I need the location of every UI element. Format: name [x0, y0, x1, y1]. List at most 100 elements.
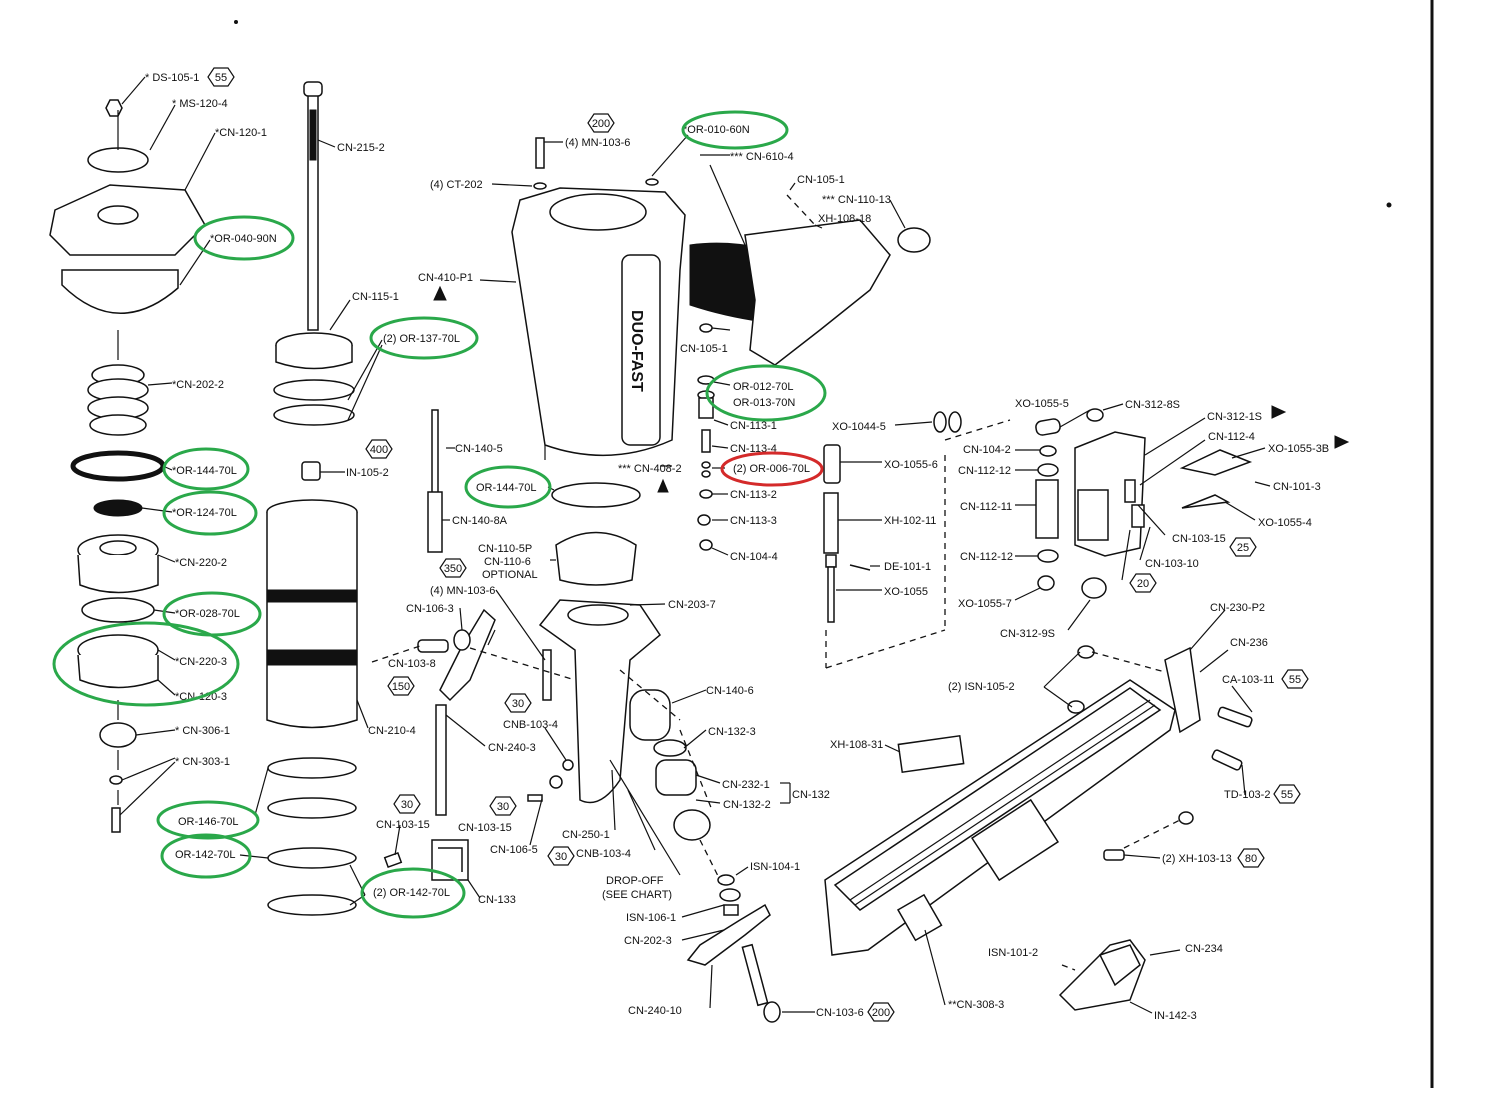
label-ct-202: (4) CT-202 [430, 179, 483, 191]
label-cn-232-1: CN-232-1 [722, 779, 770, 791]
highlight-or-144-70l-mid [464, 465, 552, 509]
label-ms-120-4: * MS-120-4 [172, 98, 228, 110]
svg-text:25: 25 [1237, 542, 1249, 554]
label-mn-103-6-mid: (4) MN-103-6 [430, 585, 495, 597]
badge-30-c: 30 [489, 796, 517, 816]
label-cn-104-4: CN-104-4 [730, 551, 778, 563]
label-cn-103-6: CN-103-6 [816, 1007, 864, 1019]
badge-30-b: 30 [393, 794, 421, 814]
label-xo-1055-4: XO-1055-4 [1258, 517, 1312, 529]
label-cn-112-4: CN-112-4 [1208, 431, 1255, 443]
svg-text:30: 30 [555, 851, 567, 863]
label-cn-306-1: * CN-306-1 [175, 725, 230, 737]
label-or-012-70l: OR-012-70L [733, 381, 794, 393]
label-cn-105-1-top: CN-105-1 [797, 174, 845, 186]
label-or-137-70l: (2) OR-137-70L [383, 333, 460, 345]
badge-80: 80 [1237, 848, 1265, 868]
label-or-124-70l: *OR-124-70L [172, 507, 237, 519]
label-cn-312-8s: CN-312-8S [1125, 399, 1180, 411]
label-cn-103-15-c: CN-103-15 [1172, 533, 1226, 545]
label-cn-410-p1: CN-410-P1 [418, 272, 473, 284]
label-xh-102-11: XH-102-11 [884, 515, 936, 527]
label-xo-1055-7: XO-1055-7 [958, 598, 1012, 610]
label-cn-103-15-a: CN-103-15 [376, 819, 430, 831]
label-cn-106-3: CN-106-3 [406, 603, 454, 615]
quantity-badges: 55 200 400 350 150 30 30 30 [207, 67, 1309, 1022]
label-cn-133: CN-133 [478, 894, 516, 906]
label-cn-103-8: CN-103-8 [388, 658, 436, 670]
highlight-or-137-70l [369, 316, 479, 360]
badge-30-d: 30 [547, 846, 575, 866]
label-ds-105-1: * DS-105-1 [145, 72, 199, 84]
label-cn-115-1: CN-115-1 [352, 291, 399, 303]
housing-leader-lines [433, 134, 906, 493]
badge-200-top: 200 [587, 113, 615, 133]
label-cn-110-6: CN-110-6 [484, 556, 531, 568]
label-or-028-70l: *OR-028-70L [175, 608, 240, 620]
label-mn-103-6-top: (4) MN-103-6 [565, 137, 630, 149]
label-cn-120-1: *CN-120-1 [215, 127, 267, 139]
svg-text:55: 55 [215, 72, 227, 84]
label-cn-312-9s: CN-312-9S [1000, 628, 1055, 640]
badge-200-bottom: 200 [867, 1002, 895, 1022]
label-or-013-70n: OR-013-70N [733, 397, 795, 409]
label-cn-132-3: CN-132-3 [708, 726, 756, 738]
label-cn-236: CN-236 [1230, 637, 1268, 649]
cap-assembly [49, 99, 206, 833]
svg-text:30: 30 [401, 799, 413, 811]
label-ca-103-11: CA-103-11 [1222, 674, 1274, 686]
highlight-or-040-90n [193, 215, 295, 261]
svg-text:200: 200 [592, 118, 610, 130]
svg-text:80: 80 [1245, 853, 1257, 865]
label-cn-103-15-b: CN-103-15 [458, 822, 512, 834]
badge-55-ca: 55 [1281, 669, 1309, 689]
label-xh-103-13: (2) XH-103-13 [1162, 853, 1232, 865]
label-cn-103-10: CN-103-10 [1145, 558, 1199, 570]
label-cn-202-3: CN-202-3 [624, 935, 672, 947]
label-optional: OPTIONAL [482, 569, 538, 581]
highlight-or-006-70l [720, 451, 824, 487]
label-cn-101-3: CN-101-3 [1273, 481, 1321, 493]
washer-part [87, 147, 149, 173]
label-xh-108-18: XH-108-18 [818, 213, 871, 225]
svg-text:20: 20 [1137, 578, 1149, 590]
badge-55-ds: 55 [207, 67, 235, 87]
label-drop-off: DROP-OFF [606, 875, 664, 887]
label-cn-113-3: CN-113-3 [730, 515, 777, 527]
highlight-or-142-70l [160, 833, 252, 879]
badge-20: 20 [1129, 573, 1157, 593]
piston-cylinder [266, 81, 469, 916]
label-cn-112-11: CN-112-11 [960, 501, 1012, 513]
highlight-or-144-70l-left [162, 447, 250, 491]
label-isn-104-1: ISN-104-1 [750, 861, 800, 873]
label-cn-140-6: CN-140-6 [706, 685, 754, 697]
label-de-101-1: DE-101-1 [884, 561, 931, 573]
label-or-142-70l-2: (2) OR-142-70L [373, 887, 450, 899]
svg-text:200: 200 [872, 1007, 890, 1019]
label-cn-308-3: **CN-308-3 [948, 999, 1004, 1011]
label-or-146-70l: OR-146-70L [178, 816, 239, 828]
label-cn-610-4: *** CN-610-4 [730, 151, 794, 163]
label-xh-108-31: XH-108-31 [830, 739, 883, 751]
label-cn-105-1-mid: CN-105-1 [680, 343, 728, 355]
svg-text:350: 350 [444, 563, 462, 575]
label-xo-1055-6: XO-1055-6 [884, 459, 938, 471]
label-or-040-90n: *OR-040-90N [210, 233, 277, 245]
badge-400: 400 [365, 439, 393, 459]
label-cn-220-3: *CN-220-3 [175, 656, 227, 668]
trigger-assembly [681, 866, 815, 1023]
main-housing: DUO-FAST [511, 137, 931, 460]
svg-text:400: 400 [370, 444, 388, 456]
label-cn-250-1: CN-250-1 [562, 829, 610, 841]
svg-text:30: 30 [512, 698, 524, 710]
label-xo-1055-5: XO-1055-5 [1015, 398, 1069, 410]
label-in-105-2: IN-105-2 [346, 467, 389, 479]
nut-part [105, 99, 123, 117]
label-cn-203-7: CN-203-7 [668, 599, 716, 611]
label-cn-110-13: *** CN-110-13 [822, 194, 891, 206]
label-isn-106-1: ISN-106-1 [626, 912, 676, 924]
label-isn-105-2: (2) ISN-105-2 [948, 681, 1015, 693]
label-xo-1055: XO-1055 [884, 586, 928, 598]
highlight-or-142-70l-2 [360, 867, 466, 919]
label-cnb-103-4-b: CNB-103-4 [576, 848, 631, 860]
